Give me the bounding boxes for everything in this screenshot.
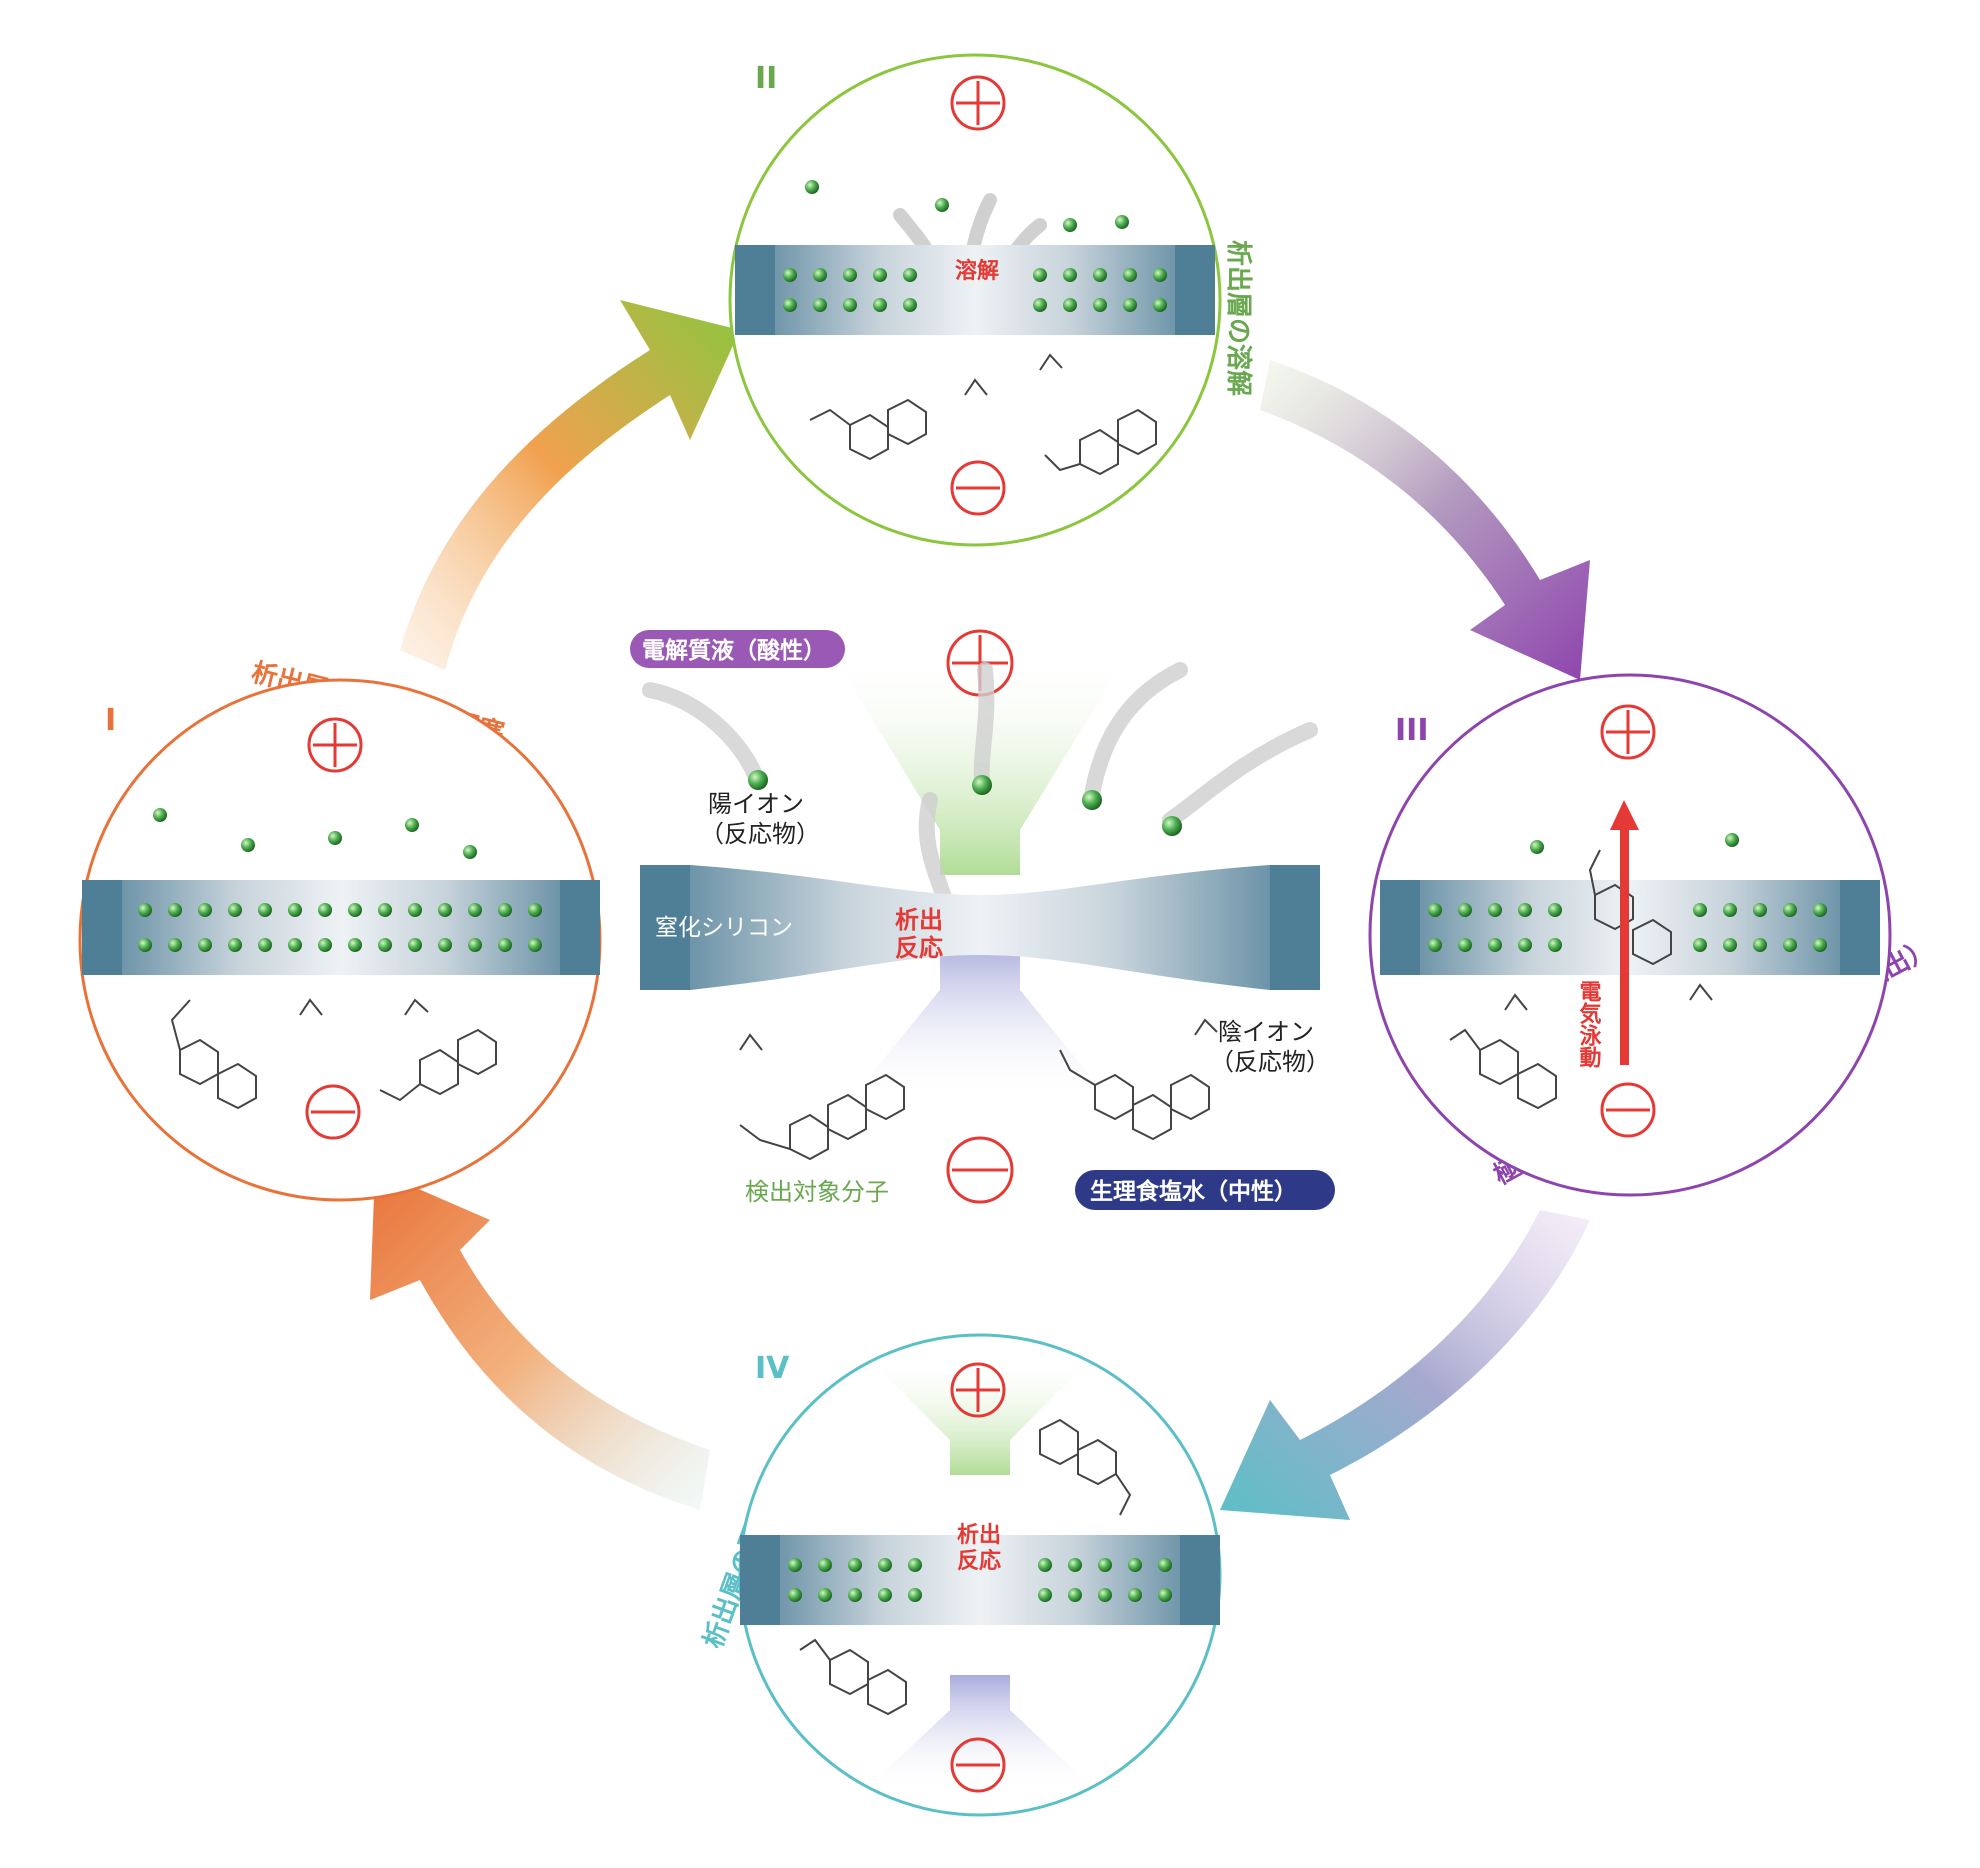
target-molecule-label: 検出対象分子 bbox=[745, 1178, 889, 1206]
stage-i-numeral: I bbox=[105, 703, 116, 738]
stage-i-molecules bbox=[170, 998, 497, 1110]
stage-iv-plus-symbol bbox=[950, 1362, 1006, 1418]
stage-iii-translocating-molecule bbox=[1588, 849, 1672, 966]
stage-iv-minus-symbol bbox=[950, 1737, 1006, 1793]
stage-i-panel: I bbox=[78, 678, 602, 1202]
stage-iii-plus-symbol bbox=[1600, 704, 1656, 760]
saline-badge: 生理食塩水（中性） bbox=[1075, 1170, 1335, 1210]
stage-ii-plus-symbol bbox=[950, 75, 1006, 131]
stage-iv-panel: IV 析出 反応 bbox=[738, 1333, 1222, 1817]
stage-ii-minus-symbol bbox=[950, 460, 1006, 516]
acid-solution-label: 電解質液（酸性） bbox=[642, 637, 826, 664]
arrow-iii-to-iv bbox=[1220, 1210, 1590, 1520]
stage-i-precipitate-layer bbox=[138, 903, 542, 952]
center-molecules bbox=[739, 1018, 1218, 1161]
stage-iii-cations bbox=[1530, 833, 1739, 854]
stage-iv-membrane bbox=[740, 1535, 1220, 1625]
stage-ii-precipitate-layer bbox=[783, 268, 1167, 312]
stage-i-plus-symbol bbox=[307, 717, 363, 773]
stage-iii-minus-symbol bbox=[1600, 1082, 1656, 1138]
stage-iii-precipitate-layer bbox=[1428, 903, 1827, 952]
stage-iii-numeral: III bbox=[1395, 713, 1429, 748]
stage-ii-dissolution-label: 溶解 bbox=[955, 258, 999, 284]
stage-iii-molecules bbox=[1449, 983, 1713, 1110]
stage-iii-electrophoresis-arrow bbox=[1610, 800, 1639, 1065]
stage-iv-numeral: IV bbox=[755, 1351, 790, 1386]
center-ion-trails bbox=[642, 662, 1318, 908]
stage-ii-cations bbox=[805, 180, 1129, 232]
stage-ii-molecules bbox=[809, 353, 1157, 476]
stage-iv-precipitate-layer bbox=[788, 1558, 1172, 1602]
center-membrane bbox=[640, 865, 1320, 990]
stage-i-minus-symbol bbox=[305, 1084, 361, 1140]
center-minus-symbol bbox=[946, 1136, 1014, 1204]
center-purple-flow bbox=[850, 940, 1110, 1100]
stage-iv-reaction-label-2: 反応 bbox=[957, 1548, 1001, 1574]
stage-ii-panel: II bbox=[728, 53, 1222, 547]
arrow-ii-to-iii bbox=[1260, 360, 1590, 680]
caption-stage-ii: 析出層の溶解 bbox=[1223, 240, 1254, 396]
arrow-i-to-ii bbox=[400, 300, 740, 670]
anion-label-1: 陰イオン bbox=[1218, 1018, 1314, 1046]
stage-iv-molecules bbox=[799, 1418, 1132, 1716]
stage-iii-electrophoresis-label: 電気泳動 bbox=[1576, 980, 1602, 1069]
acid-solution-badge: 電解質液（酸性） bbox=[630, 630, 845, 668]
arrow-iv-to-i bbox=[370, 1170, 710, 1510]
stage-i-membrane bbox=[82, 880, 600, 975]
stage-iv-reaction-label-1: 析出 bbox=[957, 1523, 1001, 1548]
membrane-label: 窒化シリコン bbox=[655, 915, 793, 941]
cation-label-2: （反応物） bbox=[700, 820, 820, 848]
stage-iii-panel: III bbox=[1368, 673, 1892, 1197]
reaction-label-1: 析出 bbox=[895, 906, 943, 934]
stage-iv-purple-flow bbox=[865, 1675, 1095, 1790]
stage-ii-numeral: II bbox=[755, 61, 777, 96]
stage-i-cations bbox=[153, 808, 477, 859]
center-panel: 電解質液（酸性） 陽イオン （反応物） 窒化シリコン 析出 反応 陰イオン （反… bbox=[630, 629, 1335, 1210]
stage-ii-membrane bbox=[735, 245, 1215, 335]
saline-label: 生理食塩水（中性） bbox=[1090, 1178, 1297, 1205]
anion-label-2: （反応物） bbox=[1210, 1048, 1330, 1076]
cation-label-1: 陽イオン bbox=[708, 790, 804, 818]
reaction-label-2: 反応 bbox=[895, 934, 943, 962]
